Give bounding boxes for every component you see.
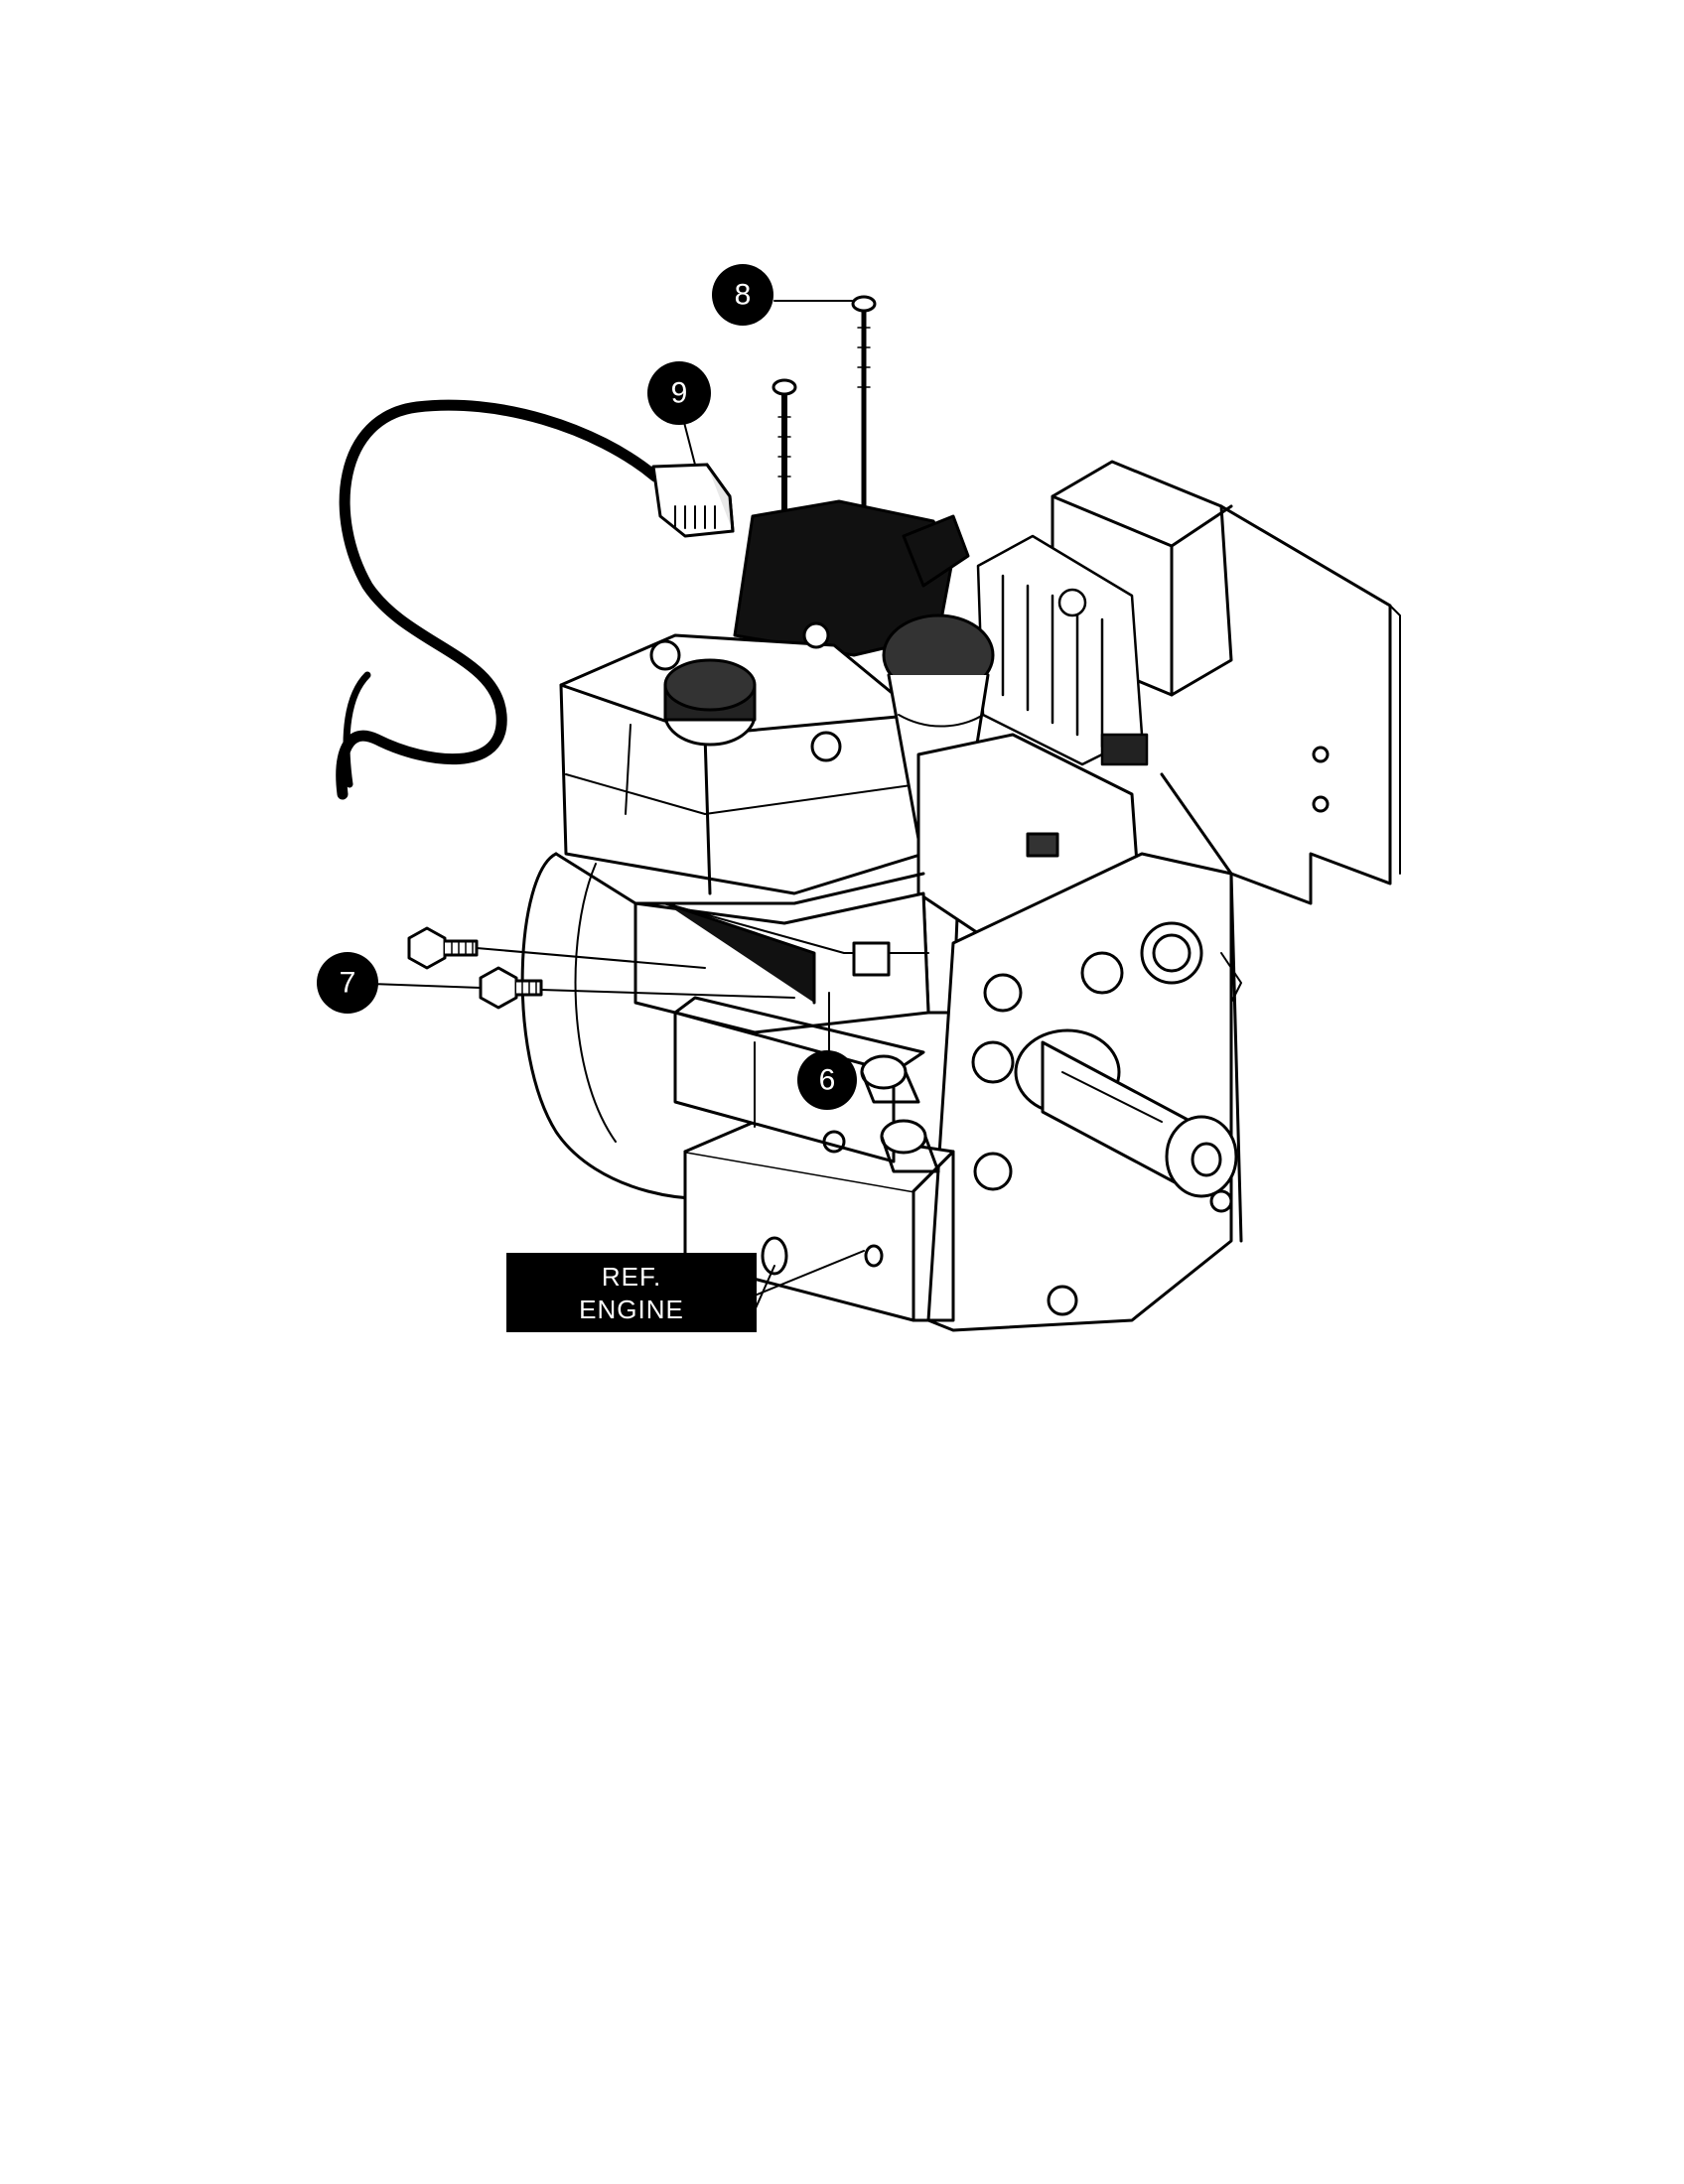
fuel-tank [559,621,925,895]
cooling-fins [976,534,1149,766]
fuel-cap [663,658,757,747]
callout-8-label: 8 [735,279,752,312]
ref-engine-label: REF. ENGINE [506,1253,757,1332]
callout-7-label: 7 [340,967,356,1000]
ref-label-line2: ENGINE [579,1295,684,1324]
callout-8: 8 [712,264,773,326]
starter-switch-box [733,499,970,657]
cord-plug [651,463,735,538]
blower-housing [520,852,930,1200]
callout-6-label: 6 [819,1064,836,1097]
callout-9-label: 9 [671,377,688,410]
engine-mounting-base [673,996,955,1322]
leader-lines [342,300,865,1311]
ref-label-line1: REF. [602,1262,661,1292]
crankshaft [1014,1028,1238,1198]
callout-9: 9 [647,361,711,425]
power-cord [336,399,661,800]
hex-bolts [407,926,543,1010]
spacer-bushings [860,1054,940,1173]
callout-7: 7 [317,952,378,1014]
callout-6: 6 [797,1050,857,1110]
